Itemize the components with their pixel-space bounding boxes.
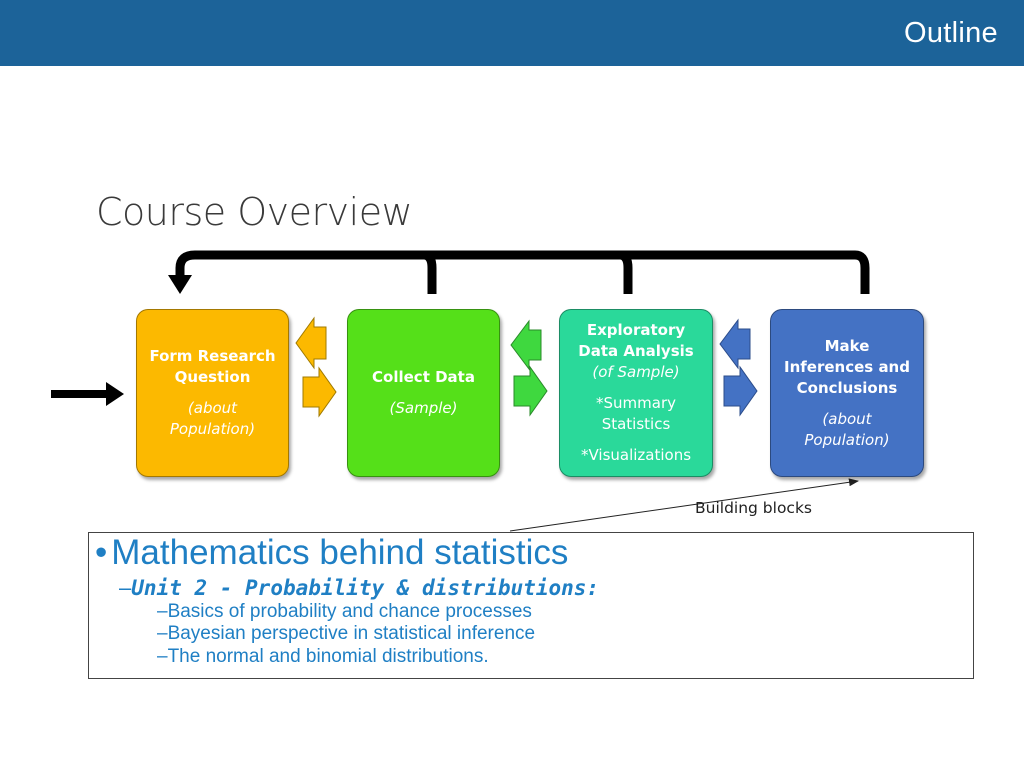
header-bar: Outline xyxy=(0,0,1024,66)
heading-text: Mathematics behind statistics xyxy=(111,533,569,572)
entry-arrowhead-icon xyxy=(106,382,124,406)
building-blocks-label: Building blocks xyxy=(695,499,813,517)
unit-dash: – xyxy=(119,575,132,600)
stage-text-line: Data Analysis xyxy=(578,342,694,360)
stage-text-line: (about xyxy=(822,409,872,428)
bullet-dot: • xyxy=(95,533,108,572)
building-blocks-pointer xyxy=(509,478,859,532)
heading-bullet: •Mathematics behind statistics xyxy=(95,533,568,573)
feedback-branch-analysis xyxy=(619,250,633,294)
stage-text-line: *Summary xyxy=(596,394,676,412)
stage-text-line: Inferences and xyxy=(784,357,910,376)
topic-item: –Basics of probability and chance proces… xyxy=(157,601,532,622)
arrow-forward-icon xyxy=(513,365,548,417)
stage-text-line: *Visualizations xyxy=(580,446,692,464)
stage-text-line: Question xyxy=(174,368,251,386)
feedback-loop-line xyxy=(175,250,870,294)
stage-text-line: (Sample) xyxy=(389,399,458,417)
topic-item: –The normal and binomial distributions. xyxy=(157,646,489,667)
stage-text-line: Form Research xyxy=(149,347,276,365)
stage-text-line: Population) xyxy=(804,430,890,449)
stage-text-line: Collect Data xyxy=(372,368,475,386)
arrow-back-icon xyxy=(295,316,327,370)
stage-text-line: Make xyxy=(824,336,870,355)
stage-text-line: Exploratory xyxy=(586,321,686,339)
arrow-back-icon xyxy=(719,318,751,370)
topic-item: –Bayesian perspective in statistical inf… xyxy=(157,623,536,644)
stage-text-line: Statistics xyxy=(601,415,671,433)
stage-collect-data: Collect Data (Sample) xyxy=(347,309,500,477)
section-title: Course Overview xyxy=(96,190,413,234)
arrow-back-icon xyxy=(510,319,542,371)
unit-item: –Unit 2 - Probability & distributions: xyxy=(119,575,599,601)
stage-text-line: (about xyxy=(187,399,238,417)
arrow-forward-icon xyxy=(302,366,337,418)
stage-text-line: Conclusions xyxy=(796,378,898,397)
arrow-forward-icon xyxy=(723,365,758,417)
content-box: •Mathematics behind statistics –Unit 2 -… xyxy=(88,532,974,679)
unit-title: Unit 2 - Probability & distributions: xyxy=(131,576,600,600)
stage-text-line: (of Sample) xyxy=(592,363,680,381)
stage-text-line: Population) xyxy=(169,420,256,438)
slide-header-title: Outline xyxy=(904,17,998,49)
feedback-arrowhead-icon xyxy=(168,275,192,294)
feedback-branch-collect xyxy=(423,250,437,294)
